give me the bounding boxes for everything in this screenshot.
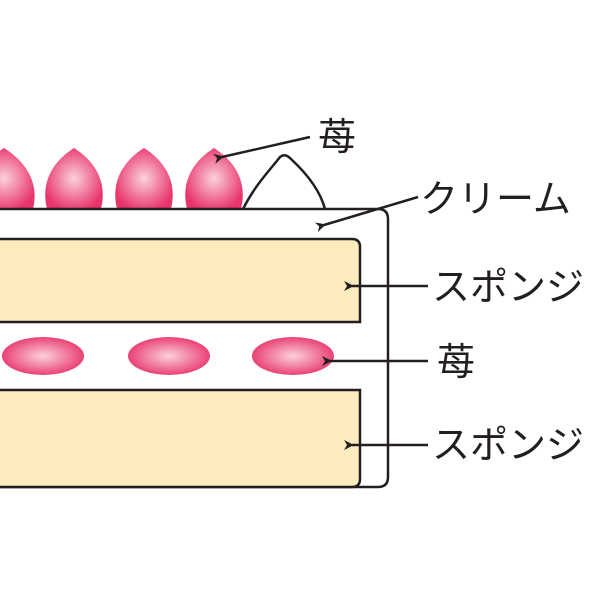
strawberry-slice	[2, 337, 84, 375]
strawberry	[0, 148, 35, 209]
sponge-upper	[0, 237, 362, 324]
arrow-strawberry-top	[213, 135, 311, 164]
cream-dollop	[241, 154, 327, 210]
strawberry	[185, 148, 243, 209]
label-strawberry-top: 苺	[318, 115, 356, 159]
strawberry-slice	[252, 337, 334, 375]
label-sponge-lower: スポンジ	[432, 423, 584, 467]
label-strawberry-middle: 苺	[437, 340, 475, 384]
label-cream: クリーム	[420, 177, 571, 221]
strawberry-slice	[128, 337, 210, 375]
label-sponge-upper: スポンジ	[432, 265, 584, 309]
cream-layer	[0, 207, 390, 489]
sponge-lower	[0, 388, 362, 489]
middle-strawberries	[2, 337, 334, 375]
strawberry	[45, 148, 103, 209]
strawberry	[115, 148, 173, 209]
top-strawberries	[0, 148, 243, 209]
arrow-cream	[314, 195, 419, 233]
